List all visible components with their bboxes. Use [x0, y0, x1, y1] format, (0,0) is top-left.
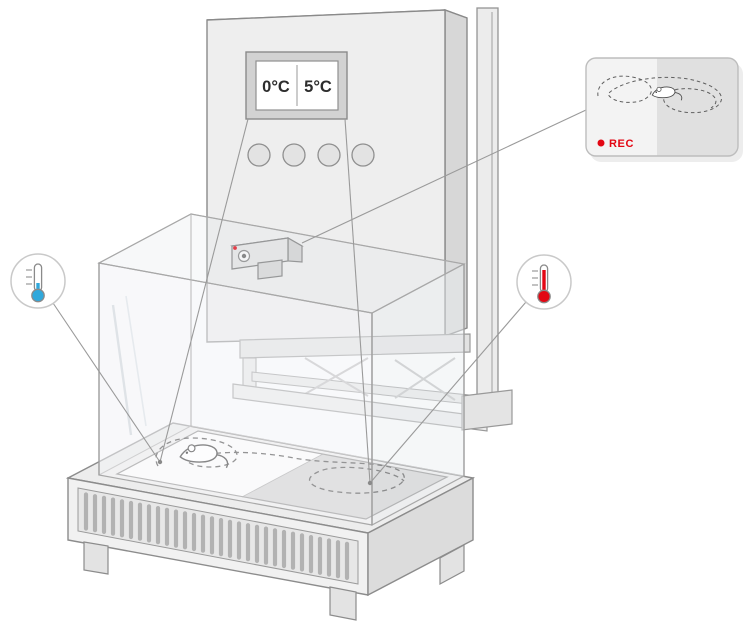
cold-zone-anchor-dot [157, 459, 163, 465]
hot-gauge-to-zone-line [369, 301, 527, 484]
diagonal-brace [304, 357, 369, 395]
pole-foot [461, 389, 513, 431]
display-panel: 0°C 5°C [245, 51, 348, 120]
control-knob [282, 143, 306, 167]
glass-reflection [125, 295, 147, 427]
base-rail [232, 383, 488, 432]
camera-icon [230, 236, 304, 280]
rec-panel: REC [585, 57, 743, 162]
zone-split-line [241, 453, 324, 498]
rec-tracking-path [597, 75, 722, 114]
control-knobs [247, 143, 375, 167]
stand-pole [476, 7, 499, 417]
base-side-face [367, 476, 474, 597]
camera-record-led [233, 246, 237, 250]
rec-warm-zone [657, 58, 738, 156]
camera-lens-barrel [257, 259, 283, 280]
cold-zone [117, 431, 323, 497]
thermometer-hot-icon [516, 254, 572, 310]
base-foot [439, 543, 465, 586]
left-temperature-readout: 0°C [262, 78, 290, 96]
control-knob [351, 143, 375, 167]
display-to-warm-zone-line [344, 118, 371, 484]
record-dot-icon [597, 139, 605, 147]
rec-panel-border [585, 57, 739, 157]
warm-zone [242, 454, 447, 519]
camera-lens-pupil [241, 253, 247, 259]
right-temperature-readout: 5°C [304, 78, 332, 96]
base-foot [329, 586, 357, 621]
callout-lines [52, 109, 587, 486]
display-to-cold-zone-line [159, 118, 249, 463]
thermometer-cold-icon [10, 253, 66, 309]
rec-label: REC [609, 138, 634, 150]
mercury-column [36, 283, 40, 290]
base-foot [83, 541, 109, 575]
diagonal-brace [394, 357, 456, 399]
warm-zone-anchor-dot [367, 480, 373, 486]
thermometer-bulb [537, 289, 551, 304]
tracking-path [155, 437, 405, 494]
cold-gauge-to-zone-line [52, 302, 161, 463]
temperature-plate [115, 430, 449, 520]
transparent-enclosure [97, 213, 466, 526]
vent-slats [83, 492, 350, 581]
plate-outline [115, 430, 449, 520]
thermometer-bulb [31, 288, 45, 303]
control-knob [247, 143, 271, 167]
control-knob [317, 143, 341, 167]
support-frame [232, 333, 513, 432]
camera-to-rec-line [301, 109, 587, 244]
support-bar [239, 333, 471, 359]
mercury-column [542, 270, 546, 291]
diagonal-brace [394, 359, 456, 401]
glass-reflection [111, 304, 133, 436]
